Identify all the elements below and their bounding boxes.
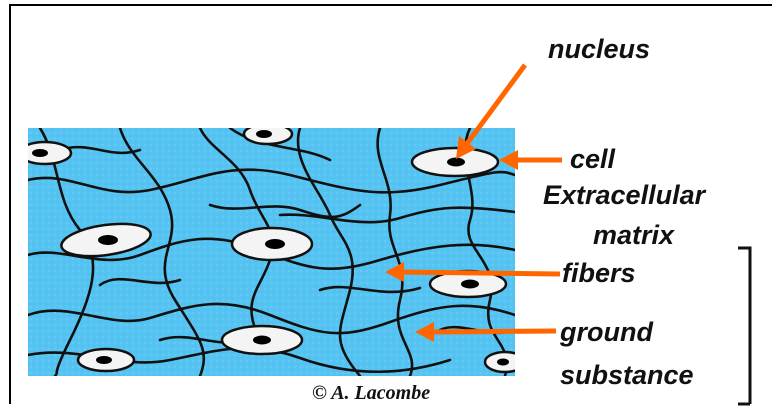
tissue-section: [19, 124, 525, 376]
matrix-bracket: [738, 248, 750, 404]
label-substance: substance: [560, 360, 694, 390]
label-fibers: fibers: [562, 258, 636, 288]
label-extracellular: Extracellular: [543, 180, 707, 210]
label-cell: cell: [570, 144, 616, 174]
cell: [78, 349, 134, 371]
cell: [485, 352, 525, 372]
cell: [232, 228, 312, 260]
cell: [412, 148, 498, 176]
cell: [19, 142, 71, 164]
label-matrix: matrix: [593, 220, 675, 250]
label-ground: ground: [559, 317, 653, 347]
copyright-notice: © A. Lacombe: [312, 382, 430, 404]
cell: [244, 124, 292, 144]
cell: [222, 326, 302, 354]
label-nucleus: nucleus: [548, 34, 650, 64]
